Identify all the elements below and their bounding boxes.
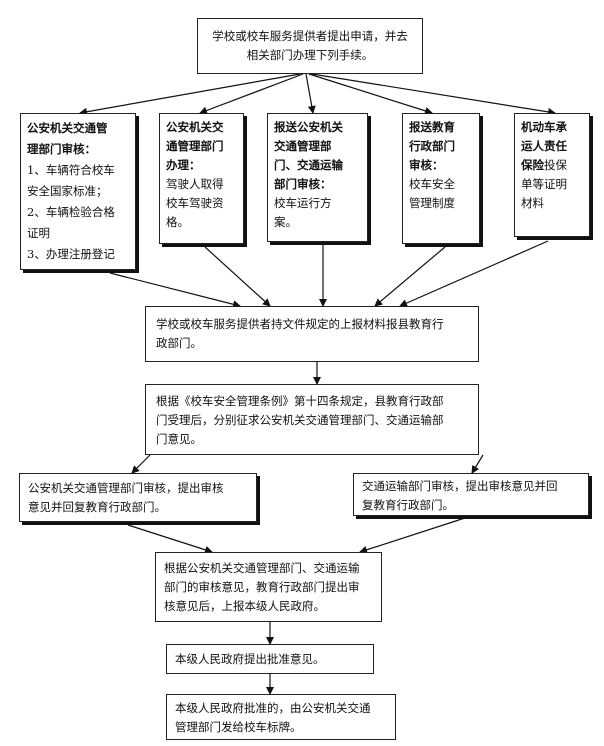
- dept-box-police-vehicle: 公安机关交通管 理部门审核： 1、车辆符合校车 安全国家标准； 2、车辆检验合格…: [20, 113, 136, 270]
- dept-2-line-2: 校车驾驶资: [166, 196, 224, 210]
- accept-line-1: 根据《校车安全管理条例》第十四条规定，县教育行政部: [156, 394, 444, 408]
- dept-4-title-1: 报送教育: [409, 120, 455, 134]
- dept-5-line-1: 单等证明: [521, 177, 567, 191]
- dept-5-title-1: 机动车承: [521, 120, 567, 134]
- arrow-top-to-dept-3: [305, 73, 316, 114]
- dept-3-line-1: 校车运行方: [274, 196, 332, 210]
- arrow-dept-4-to-submit: [374, 246, 446, 307]
- issue-sign-line-2: 管理部门发给校车标牌。: [175, 720, 302, 734]
- dept-box-insurance: 机动车承 运人责任 保险投保 单等证明 材料: [514, 113, 590, 237]
- arrow-top-to-dept-1: [79, 73, 301, 116]
- edu-review-line-1: 根据公安机关交通管理部门、交通运输: [164, 561, 360, 575]
- arrow-transport-to-edu-review: [359, 516, 469, 554]
- dept-1-line-4: 证明: [27, 226, 50, 240]
- dept-1-line-1: 1、车辆符合校车: [27, 163, 115, 177]
- dept-2-title-3: 办理：: [166, 158, 201, 172]
- submit-line-1: 学校或校车服务提供者持文件规定的上报材料报县教育行: [156, 317, 444, 331]
- dept-3-title-1: 报送公安机关: [274, 120, 343, 134]
- dept-box-route-plan: 报送公安机关 交通管理部 门、交通运输 部门审核： 校车运行方 案。: [267, 113, 368, 242]
- edu-review-line-2: 部门的审核意见，教育行政部门提出审: [164, 580, 360, 594]
- arrow-accept-to-transport-review: [471, 454, 484, 474]
- transport-review-line-2: 复教育行政部门。: [362, 498, 454, 512]
- transport-review-line-1: 交通运输部门审核，提出审核意见并回: [362, 479, 558, 493]
- arrow-dept-1-to-submit: [109, 272, 241, 309]
- arrow-dept-2-to-submit: [204, 246, 271, 307]
- transport-review-box: 交通运输部门审核，提出审核意见并回 复教育行政部门。: [353, 473, 589, 516]
- police-review-line-1: 公安机关交通管理部门审核，提出审核: [28, 481, 224, 495]
- dept-4-title-3: 审核：: [409, 158, 444, 172]
- dept-2-line-3: 格。: [166, 215, 189, 229]
- dept-1-line-3: 2、车辆检验合格: [27, 205, 115, 219]
- dept-5-mixed-line: 保险投保: [521, 156, 583, 175]
- arrow-police-to-edu-review: [127, 524, 213, 554]
- accept-line-3: 门意见。: [156, 432, 202, 446]
- apply-line-1: 学校或校车服务提供者提出申请，并去: [212, 29, 408, 43]
- arrow-top-to-dept-5: [311, 73, 556, 116]
- dept-5-line-2: 材料: [521, 196, 544, 210]
- submit-line-2: 政部门。: [156, 336, 202, 350]
- police-review-line-2: 意见并回复教育行政部门。: [28, 500, 166, 514]
- edu-review-line-3: 核意见后，上报本级人民政府。: [164, 599, 325, 613]
- dept-1-title-1: 公安机关交通管: [27, 121, 108, 135]
- apply-line-2: 相关部门办理下列手续。: [246, 48, 374, 62]
- dept-1-line-5: 3、办理注册登记: [27, 247, 115, 261]
- dept-5-title-2: 运人责任: [521, 139, 567, 153]
- dept-3-title-2: 交通管理部: [274, 139, 332, 153]
- arrow-accept-to-police-review: [131, 454, 151, 474]
- arrow-dept-5-to-submit: [399, 240, 549, 307]
- dept-2-line-1: 驾驶人取得: [166, 177, 224, 191]
- arrow-top-to-dept-4: [308, 73, 433, 115]
- dept-3-title-4: 部门审核：: [274, 177, 332, 191]
- dept-4-line-1: 校车安全: [409, 177, 455, 191]
- gov-approve-line-1: 本级人民政府提出批准意见。: [175, 652, 325, 666]
- arrow-top-to-dept-2: [199, 73, 304, 115]
- dept-1-line-2: 安全国家标准；: [27, 184, 108, 198]
- dept-5-mixed-bold: 保险: [521, 158, 544, 172]
- police-review-box: 公安机关交通管理部门审核，提出审核 意见并回复教育行政部门。: [19, 473, 257, 522]
- dept-4-line-2: 管理制度: [409, 196, 455, 210]
- accept-line-2: 门受理后，分别征求公安机关交通管理部门、交通运输部: [156, 413, 444, 427]
- dept-box-education-safety: 报送教育 行政部门 审核： 校车安全 管理制度: [402, 113, 480, 244]
- dept-2-title-2: 通管理部门: [166, 139, 224, 153]
- dept-2-title-1: 公安机关交: [166, 120, 224, 134]
- dept-3-title-3: 门、交通运输: [274, 158, 343, 172]
- issue-sign-box: 本级人民政府批准的，由公安机关交通 管理部门发给校车标牌。: [166, 694, 396, 740]
- dept-4-title-2: 行政部门: [409, 139, 455, 153]
- government-approve-box: 本级人民政府提出批准意见。: [166, 644, 374, 674]
- education-review-box: 根据公安机关交通管理部门、交通运输 部门的审核意见，教育行政部门提出审 核意见后…: [155, 552, 382, 622]
- dept-1-title-2: 理部门审核：: [27, 142, 96, 156]
- submit-materials-box: 学校或校车服务提供者持文件规定的上报材料报县教育行 政部门。: [145, 306, 479, 362]
- apply-box: 学校或校车服务提供者提出申请，并去 相关部门办理下列手续。: [197, 18, 423, 74]
- dept-3-line-2: 案。: [274, 215, 297, 229]
- dept-box-police-driver: 公安机关交 通管理部门 办理： 驾驶人取得 校车驾驶资 格。: [159, 113, 244, 244]
- issue-sign-line-1: 本级人民政府批准的，由公安机关交通: [175, 701, 371, 715]
- education-accept-box: 根据《校车安全管理条例》第十四条规定，县教育行政部 门受理后，分别征求公安机关交…: [145, 384, 479, 455]
- dept-5-mixed-text: 投保: [544, 158, 567, 172]
